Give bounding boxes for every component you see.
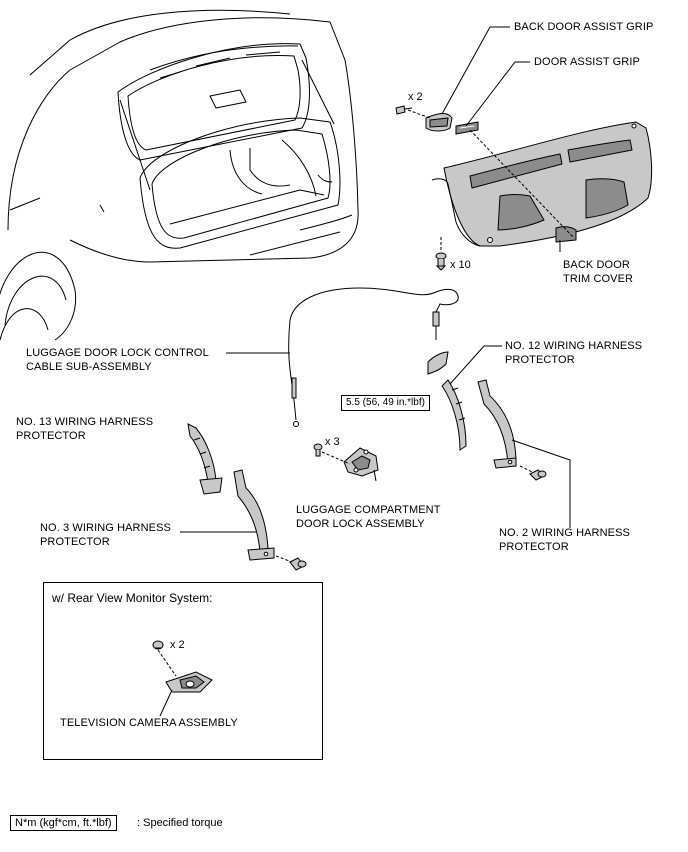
legend-description: : Specified torque: [137, 817, 223, 829]
luggage-compartment-door-lock-assembly: [343, 447, 379, 477]
label-lock-assembly-line1: LUGGAGE COMPARTMENT: [296, 504, 441, 516]
television-camera-assembly: [165, 671, 213, 693]
lock-bolt: [313, 443, 323, 457]
label-no13-line2: PROTECTOR: [16, 430, 86, 442]
no2-protector-clip: [529, 469, 547, 481]
label-no2-line1: NO. 2 WIRING HARNESS: [499, 527, 630, 539]
label-lock-assembly-line2: DOOR LOCK ASSEMBLY: [296, 518, 425, 530]
label-no13-line1: NO. 13 WIRING HARNESS: [16, 416, 154, 428]
qty-lock-bolts: x 3: [325, 436, 340, 448]
rear-view-monitor-inset: w/ Rear View Monitor System:: [43, 582, 323, 760]
no3-wiring-harness-protector: [233, 469, 275, 561]
label-door-assist-grip: DOOR ASSIST GRIP: [534, 56, 640, 68]
leader-lines: [180, 26, 575, 563]
qty-grip-screws: x 2: [408, 91, 423, 103]
label-no3-line2: PROTECTOR: [40, 536, 110, 548]
label-no2-line2: PROTECTOR: [499, 541, 569, 553]
label-no3-line1: NO. 3 WIRING HARNESS: [40, 522, 171, 534]
door-assist-grip: [455, 121, 479, 135]
luggage-door-lock-control-cable: [288, 287, 459, 427]
vehicle-illustration: [0, 9, 359, 341]
label-back-door-trim-cover-line2: TRIM COVER: [563, 273, 634, 285]
camera-leader-lines: [157, 649, 177, 717]
label-back-door-assist-grip: BACK DOOR ASSIST GRIP: [514, 21, 654, 33]
label-lock-cable-line1: LUGGAGE DOOR LOCK CONTROL: [26, 347, 209, 359]
torque-lock-bolts: 5.5 (56, 49 in.*lbf): [341, 395, 430, 411]
label-no12-line1: NO. 12 WIRING HARNESS: [505, 340, 643, 352]
inset-title: w/ Rear View Monitor System:: [52, 591, 213, 605]
no13-wiring-harness-protector: [187, 423, 223, 495]
legend-unit-box: N*m (kgf*cm, ft.*lbf): [10, 815, 117, 831]
back-door-assist-grip: [425, 113, 453, 132]
qty-trim-clips: x 10: [450, 259, 471, 271]
trim-cover-clip: [435, 252, 447, 271]
label-back-door-trim-cover-line1: BACK DOOR: [563, 259, 630, 271]
camera-nut: [152, 640, 164, 650]
back-door-trim-cover: [431, 121, 653, 247]
label-television-camera-assembly: TELEVISION CAMERA ASSEMBLY: [60, 717, 238, 729]
label-no12-line2: PROTECTOR: [505, 354, 575, 366]
qty-camera-nuts: x 2: [170, 639, 185, 651]
no12-wiring-harness-protector: [441, 379, 467, 451]
no3-protector-clip: [289, 557, 307, 571]
no2-wiring-harness-protector: [477, 379, 517, 469]
grip-screw: [395, 105, 413, 115]
label-lock-cable-line2: CABLE SUB-ASSEMBLY: [26, 361, 152, 373]
